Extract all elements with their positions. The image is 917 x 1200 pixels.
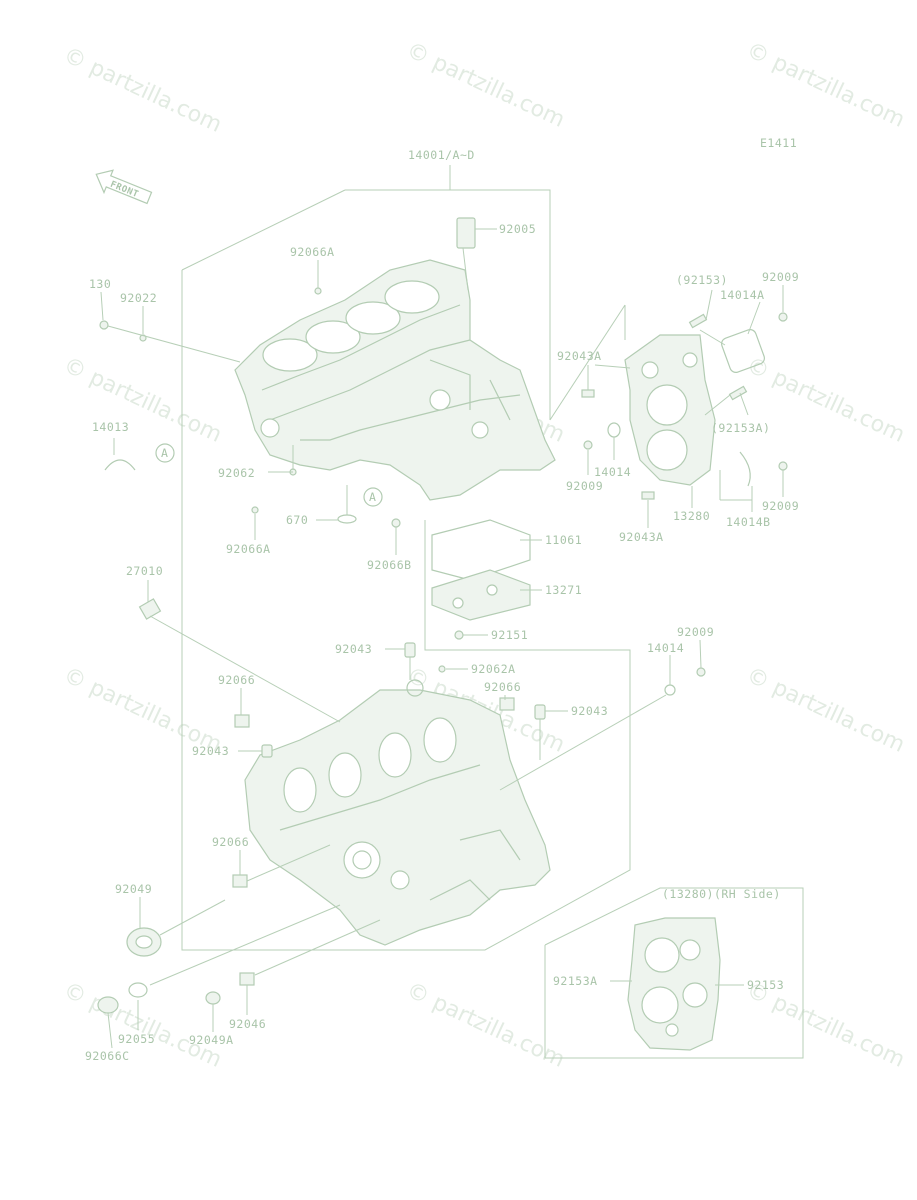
watermark: © partzilla.com bbox=[402, 38, 568, 133]
inset-frame bbox=[544, 887, 804, 1059]
label-92022: 92022 bbox=[120, 291, 157, 305]
label-11061: 11061 bbox=[545, 533, 582, 547]
label-92046: 92046 bbox=[229, 1017, 266, 1031]
label-92005: 92005 bbox=[499, 222, 536, 236]
label-14014-b: 14014 bbox=[647, 641, 684, 655]
label-92153: 92153 bbox=[747, 978, 784, 992]
label-92066A-top: 92066A bbox=[290, 245, 335, 259]
diagram-code: E1411 bbox=[760, 136, 797, 150]
side-cover bbox=[624, 334, 716, 486]
label-92062: 92062 bbox=[218, 466, 255, 480]
label-92151: 92151 bbox=[491, 628, 528, 642]
label-27010: 27010 bbox=[126, 564, 163, 578]
label-92043-c: 92043 bbox=[192, 744, 229, 758]
front-label: FRONT bbox=[109, 180, 140, 200]
label-13280: 13280 bbox=[673, 509, 710, 523]
label-92043-a: 92043 bbox=[335, 642, 372, 656]
plate-13271 bbox=[431, 569, 531, 621]
label-92009-a: 92009 bbox=[762, 270, 799, 284]
watermark: © partzilla.com bbox=[742, 38, 908, 133]
label-92009-c: 92009 bbox=[762, 499, 799, 513]
watermark: © partzilla.com bbox=[402, 978, 568, 1073]
label-92049: 92049 bbox=[115, 882, 152, 896]
label-92153-paren: (92153) bbox=[676, 273, 728, 287]
label-92062A: 92062A bbox=[471, 662, 516, 676]
label-92066C: 92066C bbox=[85, 1049, 130, 1063]
label-92055: 92055 bbox=[118, 1032, 155, 1046]
label-14014A: 14014A bbox=[720, 288, 765, 302]
label-130: 130 bbox=[89, 277, 111, 291]
lower-crankcase bbox=[244, 689, 551, 946]
label-92066-b: 92066 bbox=[218, 673, 255, 687]
label-92043A-b: 92043A bbox=[619, 530, 664, 544]
front-arrow-icon: FRONT bbox=[95, 169, 153, 205]
watermark: © partzilla.com bbox=[59, 353, 225, 448]
part-labels: 14001/A~D 92005 92066A 130 92022 (92153)… bbox=[85, 148, 799, 1063]
label-14014B: 14014B bbox=[726, 515, 771, 529]
callout-a-center: A bbox=[369, 490, 376, 504]
label-92049A: 92049A bbox=[189, 1033, 234, 1047]
watermark: © partzilla.com bbox=[742, 663, 908, 758]
label-92066-a: 92066 bbox=[484, 680, 521, 694]
label-92066-c: 92066 bbox=[212, 835, 249, 849]
label-92009-d: 92009 bbox=[677, 625, 714, 639]
label-13271: 13271 bbox=[545, 583, 582, 597]
label-92153A: 92153A bbox=[553, 974, 598, 988]
inset-title: (13280)(RH Side) bbox=[662, 887, 781, 901]
label-92043A-a: 92043A bbox=[557, 349, 602, 363]
inset-cover bbox=[627, 917, 721, 1051]
label-92043-b: 92043 bbox=[571, 704, 608, 718]
assembly-frame bbox=[181, 165, 631, 951]
label-92066B: 92066B bbox=[367, 558, 412, 572]
label-92009-b: 92009 bbox=[566, 479, 603, 493]
leader-lines bbox=[100, 228, 784, 1049]
watermark: © partzilla.com bbox=[59, 43, 225, 138]
watermark: © partzilla.com bbox=[742, 978, 908, 1073]
watermark-group: © partzilla.com © partzilla.com © partzi… bbox=[59, 38, 908, 1073]
upper-crankcase bbox=[234, 259, 556, 501]
label-14014-a: 14014 bbox=[594, 465, 631, 479]
gasket-11061 bbox=[431, 519, 531, 581]
label-14001: 14001/A~D bbox=[408, 148, 475, 162]
label-14013: 14013 bbox=[92, 420, 129, 434]
callout-a-left: A bbox=[161, 446, 168, 460]
label-670: 670 bbox=[286, 513, 308, 527]
label-92153A-paren: (92153A) bbox=[711, 421, 770, 435]
label-92066A-bottom: 92066A bbox=[226, 542, 271, 556]
